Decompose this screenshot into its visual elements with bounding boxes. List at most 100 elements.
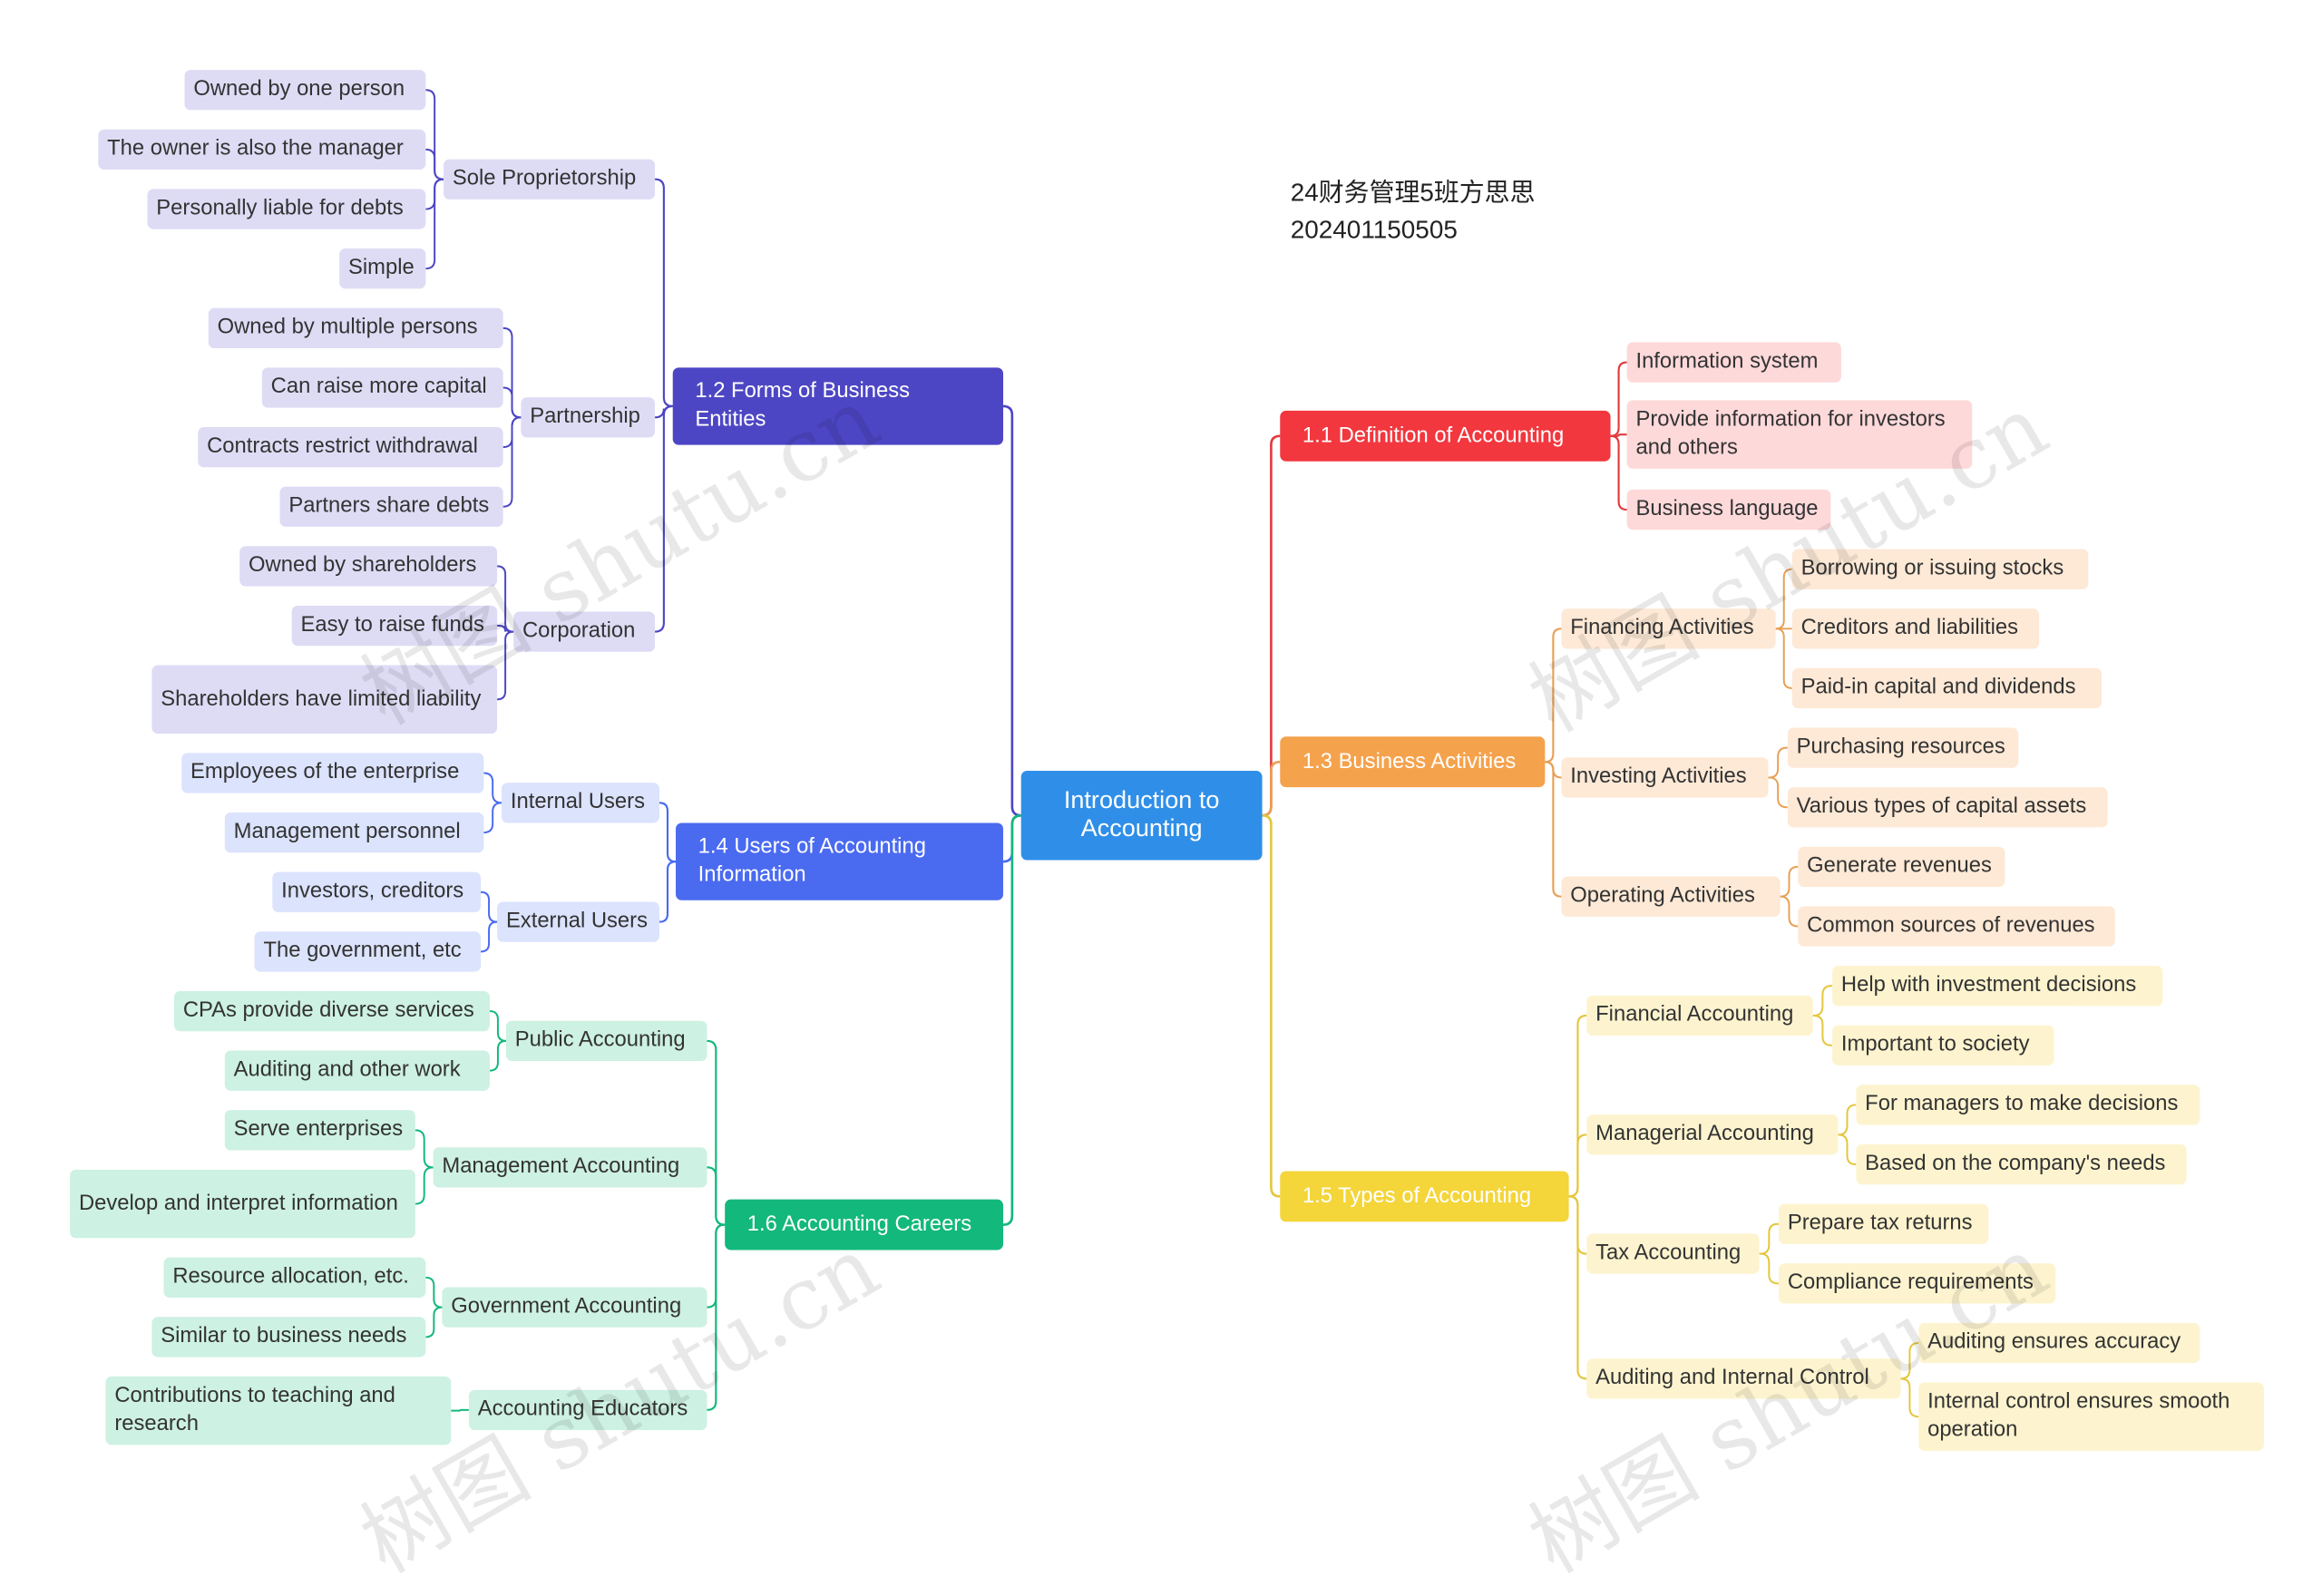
leaf-contracts-restrict-withdrawal[interactable]: Contracts restrict withdrawal <box>198 426 503 468</box>
leaf-investors-creditors[interactable]: Investors, creditors <box>272 871 482 912</box>
leaf-easy-to-raise-funds[interactable]: Easy to raise funds <box>291 605 498 647</box>
leaf-prepare-tax-returns[interactable]: Prepare tax returns <box>1778 1203 1989 1244</box>
leaf-for-managers-to-make-decisions[interactable]: For managers to make decisions <box>1856 1085 2200 1125</box>
subtopic-financial-accounting[interactable]: Financial Accounting <box>1586 995 1813 1036</box>
leaf-shareholders-have-limited-liability[interactable]: Shareholders have limited liability <box>151 665 498 735</box>
leaf-various-types-of-capital-assets[interactable]: Various types of capital assets <box>1787 787 2108 828</box>
leaf-serve-enterprises[interactable]: Serve enterprises <box>224 1110 415 1151</box>
connector-various-types-of-capital-assets <box>1768 776 1788 809</box>
subtopic-tax-accounting[interactable]: Tax Accounting <box>1586 1233 1760 1274</box>
branch-1-2-forms-of-business-entities[interactable]: 1.2 Forms of Business Entities <box>672 367 1004 445</box>
subtopic-external-users[interactable]: External Users <box>497 901 659 942</box>
leaf-creditors-and-liabilities[interactable]: Creditors and liabilities <box>1791 608 2040 649</box>
subtopic-government-accounting[interactable]: Government Accounting <box>442 1287 707 1328</box>
connector-root-1-2-forms-of-business-entities <box>1002 404 1021 817</box>
connector-accounting-educators <box>707 1223 726 1411</box>
leaf-business-language[interactable]: Business language <box>1626 489 1831 530</box>
subtopic-internal-users[interactable]: Internal Users <box>502 783 659 823</box>
leaf-owned-by-one-person[interactable]: Owned by one person <box>184 70 426 111</box>
subtopic-public-accounting[interactable]: Public Accounting <box>505 1020 707 1062</box>
leaf-employees-of-the-enterprise[interactable]: Employees of the enterprise <box>181 753 484 793</box>
connector-internal-users <box>659 802 677 863</box>
connector-sole-proprietorship <box>654 178 673 408</box>
leaf-partners-share-debts[interactable]: Partners share debts <box>279 486 503 527</box>
leaf-paid-in-capital-and-dividends[interactable]: Paid-in capital and dividends <box>1791 667 2102 709</box>
connector-the-owner-is-also-the-manager <box>425 148 444 180</box>
leaf-contributions-to-teaching-and-research[interactable]: Contributions to teaching and research <box>105 1376 452 1445</box>
subtopic-managerial-accounting[interactable]: Managerial Accounting <box>1586 1114 1839 1155</box>
leaf-borrowing-or-issuing-stocks[interactable]: Borrowing or issuing stocks <box>1791 549 2089 589</box>
leaf-purchasing-resources[interactable]: Purchasing resources <box>1787 727 2019 768</box>
branch-1-6-accounting-careers[interactable]: 1.6 Accounting Careers <box>725 1199 1004 1251</box>
connector-corporation <box>654 404 673 633</box>
leaf-help-with-investment-decisions[interactable]: Help with investment decisions <box>1832 966 2163 1007</box>
leaf-develop-and-interpret-information[interactable]: Develop and interpret information <box>70 1169 415 1239</box>
leaf-common-sources-of-revenues[interactable]: Common sources of revenues <box>1798 906 2115 947</box>
leaf-internal-control-ensures-smooth-operation[interactable]: Internal control ensures smooth operatio… <box>1918 1382 2264 1451</box>
leaf-resource-allocation-etc[interactable]: Resource allocation, etc. <box>163 1257 426 1298</box>
connector-financing-activities <box>1545 628 1562 764</box>
connector-serve-enterprises <box>415 1129 434 1169</box>
connector-important-to-society <box>1812 1014 1833 1046</box>
leaf-management-personnel[interactable]: Management personnel <box>224 812 484 853</box>
connector-purchasing-resources <box>1768 746 1788 779</box>
leaf-personally-liable-for-debts[interactable]: Personally liable for debts <box>147 189 426 229</box>
branch-1-1-definition-of-accounting[interactable]: 1.1 Definition of Accounting <box>1280 410 1611 462</box>
leaf-simple[interactable]: Simple <box>339 248 426 289</box>
connector-paid-in-capital-and-dividends <box>1775 628 1792 689</box>
root-node[interactable]: Introduction to Accounting <box>1020 771 1263 861</box>
branch-1-4-users-of-accounting-information[interactable]: 1.4 Users of Accounting Information <box>676 822 1004 900</box>
connector-based-on-the-company-s-needs <box>1838 1134 1857 1166</box>
connector-auditing-and-internal-control <box>1568 1195 1587 1380</box>
leaf-owned-by-multiple-persons[interactable]: Owned by multiple persons <box>208 307 503 348</box>
connector-generate-revenues <box>1780 865 1799 898</box>
leaf-important-to-society[interactable]: Important to society <box>1832 1025 2054 1066</box>
connector-help-with-investment-decisions <box>1812 985 1833 1017</box>
connector-resource-allocation-etc <box>425 1276 443 1309</box>
branch-1-3-business-activities[interactable]: 1.3 Business Activities <box>1280 736 1546 788</box>
subtopic-accounting-educators[interactable]: Accounting Educators <box>468 1389 707 1431</box>
connector-cpas-provide-diverse-services <box>489 1010 506 1042</box>
leaf-auditing-and-other-work[interactable]: Auditing and other work <box>224 1050 490 1091</box>
leaf-auditing-ensures-accuracy[interactable]: Auditing ensures accuracy <box>1918 1322 2200 1364</box>
leaf-generate-revenues[interactable]: Generate revenues <box>1798 846 2005 888</box>
author-note: 24财务管理5班方思思 202401150505 <box>1290 178 1536 245</box>
subtopic-financing-activities[interactable]: Financing Activities <box>1561 608 1776 649</box>
connector-employees-of-the-enterprise <box>483 772 502 804</box>
leaf-compliance-requirements[interactable]: Compliance requirements <box>1778 1263 2056 1304</box>
connector-auditing-ensures-accuracy <box>1900 1342 1919 1380</box>
connector-investors-creditors <box>480 890 498 923</box>
connector-auditing-and-other-work <box>489 1039 506 1072</box>
connector-information-system <box>1610 361 1627 437</box>
connector-the-government-etc <box>480 920 498 953</box>
leaf-based-on-the-company-s-needs[interactable]: Based on the company's needs <box>1856 1143 2187 1185</box>
leaf-information-system[interactable]: Information system <box>1626 342 1841 383</box>
connector-internal-control-ensures-smooth-operation <box>1900 1377 1919 1418</box>
leaf-provide-information-for-investors-and-others[interactable]: Provide information for investors and ot… <box>1626 400 1973 469</box>
connector-root-1-3-business-activities <box>1262 760 1281 817</box>
leaf-owned-by-shareholders[interactable]: Owned by shareholders <box>239 546 498 587</box>
connector-shareholders-have-limited-liability <box>497 630 514 701</box>
connector-root-1-6-accounting-careers <box>1002 813 1021 1226</box>
subtopic-investing-activities[interactable]: Investing Activities <box>1561 757 1769 798</box>
connector-can-raise-more-capital <box>502 386 522 419</box>
subtopic-operating-activities[interactable]: Operating Activities <box>1561 876 1781 917</box>
connector-simple <box>425 178 444 270</box>
subtopic-partnership[interactable]: Partnership <box>521 397 656 438</box>
leaf-cpas-provide-diverse-services[interactable]: CPAs provide diverse services <box>173 990 490 1032</box>
connector-contributions-to-teaching-and-research <box>451 1408 469 1412</box>
leaf-the-government-etc[interactable]: The government, etc <box>254 931 482 972</box>
subtopic-corporation[interactable]: Corporation <box>513 611 656 652</box>
connector-compliance-requirements <box>1759 1252 1779 1285</box>
connector-management-accounting <box>707 1166 726 1226</box>
subtopic-auditing-and-internal-control[interactable]: Auditing and Internal Control <box>1586 1358 1901 1399</box>
subtopic-sole-proprietorship[interactable]: Sole Proprietorship <box>444 159 656 200</box>
subtopic-management-accounting[interactable]: Management Accounting <box>433 1147 707 1188</box>
connector-partners-share-debts <box>502 416 522 508</box>
branch-1-5-types-of-accounting[interactable]: 1.5 Types of Accounting <box>1280 1171 1569 1222</box>
leaf-similar-to-business-needs[interactable]: Similar to business needs <box>151 1317 426 1358</box>
leaf-the-owner-is-also-the-manager[interactable]: The owner is also the manager <box>98 129 426 170</box>
connector-root-1-1-definition-of-accounting <box>1262 434 1281 817</box>
connector-common-sources-of-revenues <box>1780 895 1799 928</box>
leaf-can-raise-more-capital[interactable]: Can raise more capital <box>261 367 503 408</box>
